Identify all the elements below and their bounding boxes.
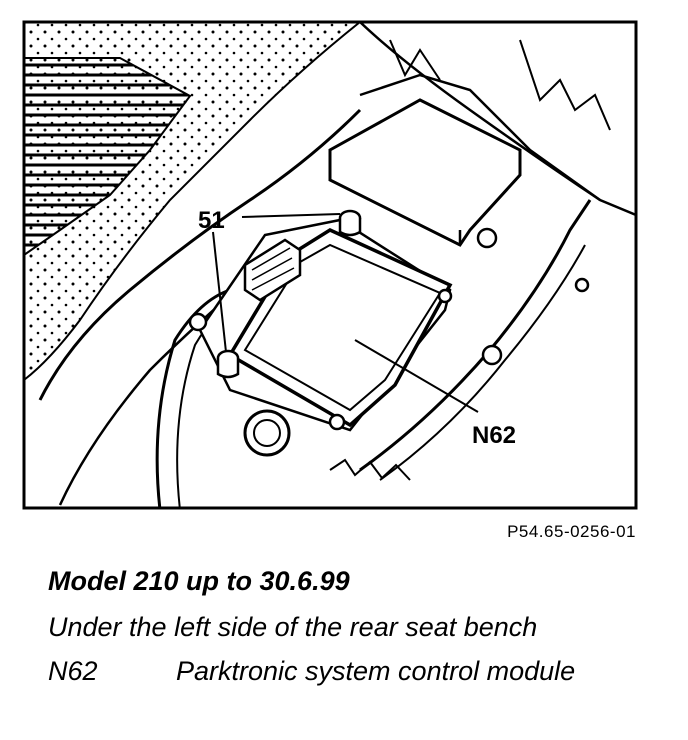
module-connector <box>243 238 302 302</box>
caption-location: Under the left side of the rear seat ben… <box>48 612 538 642</box>
nut-right <box>437 288 453 304</box>
floor-grommet <box>243 409 291 457</box>
leader-n62 <box>354 339 479 413</box>
drawing <box>24 22 636 508</box>
caption-title: Model 210 up to 30.6.99 <box>48 566 350 596</box>
callout-51: 51 <box>198 207 225 234</box>
cable-harness <box>155 288 231 508</box>
leader-51-lower <box>212 231 227 353</box>
figure-reference: P54.65-0256-01 <box>507 522 636 541</box>
bracket-bolt <box>476 227 498 249</box>
scribble-right <box>389 39 611 131</box>
housing-box-edge <box>329 174 521 247</box>
legend-code: N62 <box>48 656 98 686</box>
cable-clip-left <box>188 312 208 332</box>
seat-edge-hatched <box>24 57 192 257</box>
leader-51-upper <box>241 213 341 218</box>
legend-description: Parktronic system control module <box>176 656 576 686</box>
cable-harness-right-2 <box>379 244 586 481</box>
callout-n62: N62 <box>472 422 516 449</box>
bolt-upper <box>338 209 362 237</box>
floor-contour <box>38 108 362 401</box>
cable-zigzag <box>329 458 411 481</box>
nut-front <box>328 413 346 431</box>
body-hole <box>574 277 590 293</box>
bolt-lower <box>216 349 240 379</box>
cable-clip-right <box>481 344 503 366</box>
body-contour-right-2 <box>359 73 601 202</box>
housing-box <box>328 98 522 247</box>
legend-row: N62 Parktronic system control module <box>48 656 575 687</box>
